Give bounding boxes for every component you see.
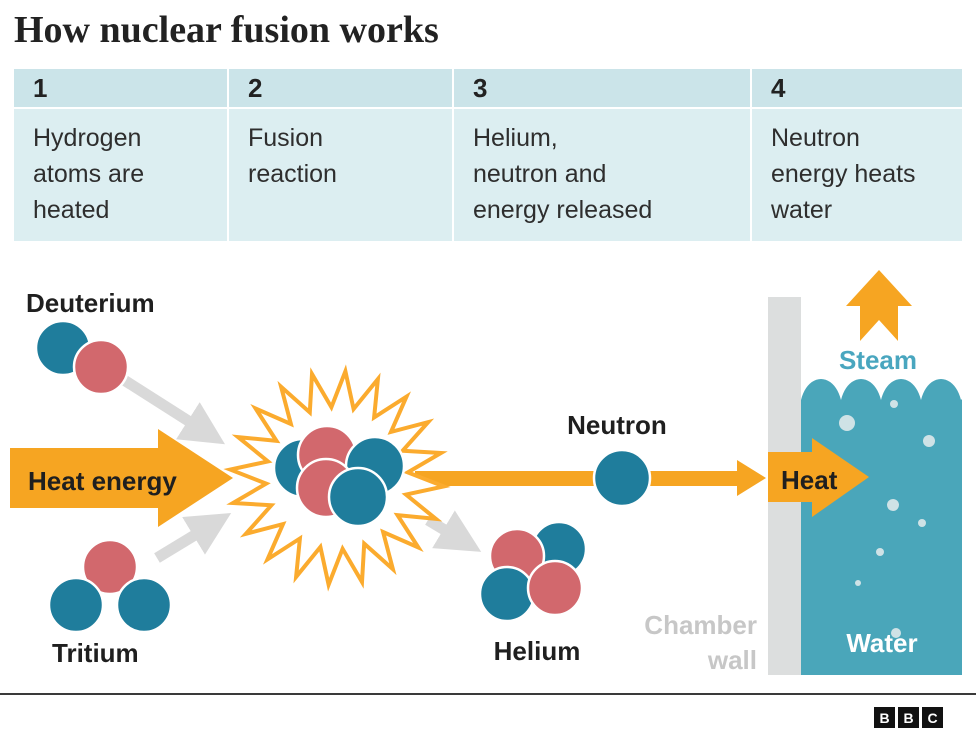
neutron-beam-arrowhead (737, 460, 766, 496)
step-line: Hydrogen (33, 124, 142, 152)
bubble (891, 628, 901, 638)
bubble (839, 415, 855, 431)
bubble (887, 499, 899, 511)
proton-particle (526, 559, 584, 617)
fusion-to-helium-arrow (425, 510, 482, 552)
step-line: energy released (473, 196, 653, 224)
step-line: atoms are (33, 160, 145, 188)
bbc-logo-block: C (922, 707, 943, 728)
step-description: Helium, neutron and energy released (454, 109, 750, 241)
step-line: heated (33, 196, 110, 224)
heat-energy-label: Heat energy (28, 466, 177, 496)
bubble (890, 400, 898, 408)
step-line: neutron and (473, 160, 607, 188)
neutron-label: Neutron (567, 410, 667, 440)
deuterium-to-fusion-arrow (121, 375, 225, 445)
step-description: Neutron energy heats water (752, 109, 962, 241)
heat-arrow (768, 438, 869, 517)
chamber-wall-label-line1: Chamber (644, 610, 757, 640)
steam-label: Steam (839, 345, 917, 375)
neutron-particle (47, 576, 105, 634)
heat-label: Heat (781, 465, 838, 495)
water-bubbles (839, 400, 935, 638)
step-number: 4 (752, 69, 962, 109)
step-column-4: 4 Neutron energy heats water (750, 69, 962, 241)
footer-divider (0, 693, 976, 695)
water-label: Water (846, 628, 917, 658)
step-line: Helium, (473, 124, 558, 152)
step-description: Fusion reaction (229, 109, 452, 241)
helium-label: Helium (494, 636, 581, 666)
step-line: reaction (248, 160, 337, 188)
bbc-logo-block: B (898, 707, 919, 728)
neutron-particle (478, 565, 536, 623)
bubble (923, 435, 935, 447)
heat-energy-arrow (10, 429, 233, 527)
bubble (855, 580, 861, 586)
deuterium-label: Deuterium (26, 288, 155, 318)
step-column-2: 2 Fusion reaction (227, 69, 452, 241)
step-line: Fusion (248, 124, 324, 152)
step-column-3: 3 Helium, neutron and energy released (452, 69, 750, 241)
bbc-logo: B B C (874, 707, 943, 728)
chamber-wall-label-line2: wall (707, 645, 757, 675)
bubble (918, 519, 926, 527)
step-number: 1 (14, 69, 227, 109)
step-line: water (771, 196, 833, 224)
steam-arrow (846, 270, 912, 341)
tritium-atom (47, 538, 173, 634)
step-line: energy heats (771, 160, 916, 188)
neutron-beam (415, 471, 740, 486)
neutron-particle (115, 576, 173, 634)
neutron-particle-beam (592, 448, 652, 508)
step-line: Neutron (771, 124, 860, 152)
water-tank (801, 379, 962, 675)
step-number: 2 (229, 69, 452, 109)
step-description: Hydrogen atoms are heated (14, 109, 227, 241)
neutron-particle (327, 466, 389, 528)
tritium-to-fusion-arrow (154, 513, 232, 563)
bubble (876, 548, 884, 556)
steps-table: 1 Hydrogen atoms are heated 2 Fusion rea… (14, 69, 962, 241)
fusion-nucleus (272, 424, 406, 528)
bbc-logo-block: B (874, 707, 895, 728)
deuterium-atom (34, 319, 130, 396)
proton-particle (72, 338, 130, 396)
page-title: How nuclear fusion works (14, 9, 439, 51)
helium-atom (478, 520, 588, 623)
proton-particle (81, 538, 139, 596)
fusion-diagram: Heat energy Deuterium Tritium Neutron (10, 270, 962, 675)
step-number: 3 (454, 69, 750, 109)
step-column-1: 1 Hydrogen atoms are heated (14, 69, 227, 241)
tritium-label: Tritium (52, 638, 139, 668)
